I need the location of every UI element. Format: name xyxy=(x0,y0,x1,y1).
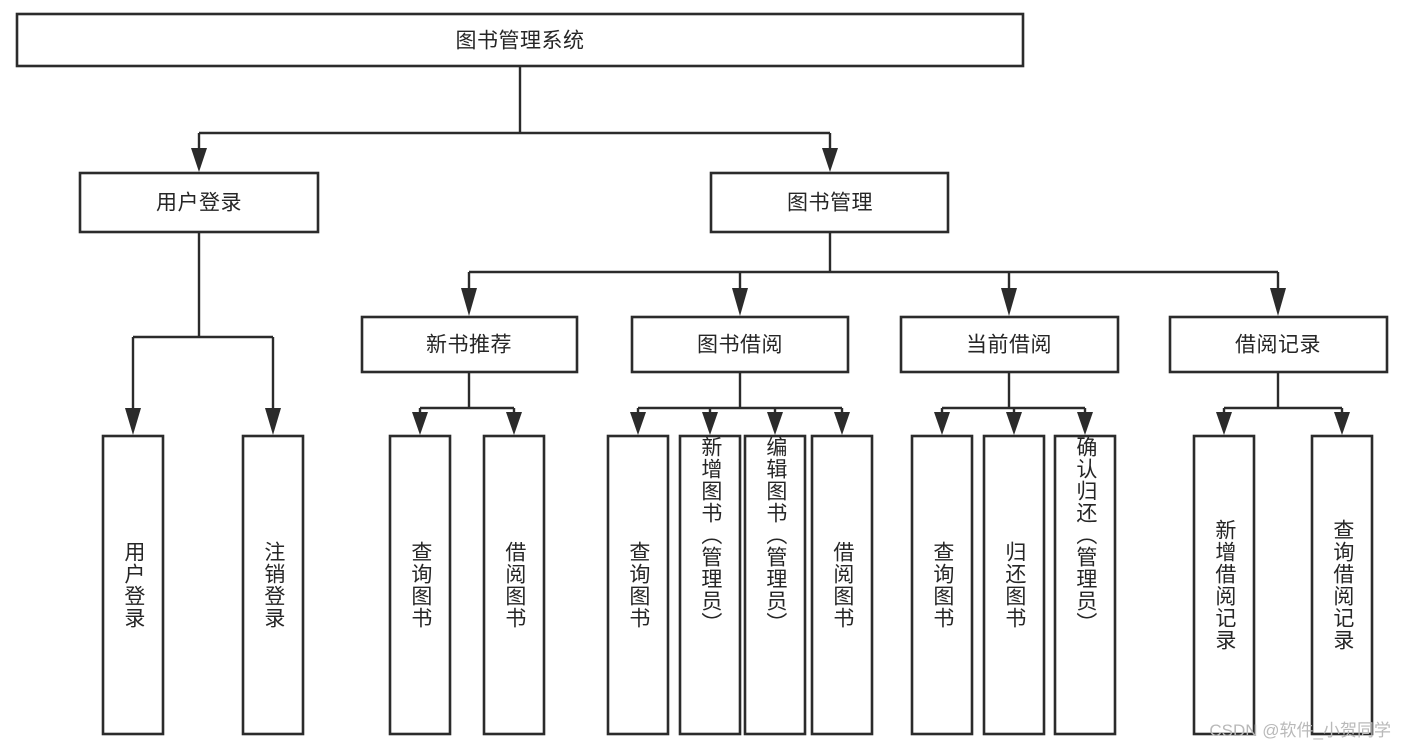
connector-layer xyxy=(125,66,1350,435)
arrow-head-leaf-borrow-book-2 xyxy=(834,412,850,435)
label-current-borrow: 当前借阅 xyxy=(966,334,1052,357)
node-box-leaf-query-record[interactable] xyxy=(1310,434,1374,736)
node-box-leaf-borrow-book-2[interactable] xyxy=(810,434,874,736)
node-box-book-borrow[interactable] xyxy=(630,315,850,374)
arrow-head-leaf-confirm-return xyxy=(1077,412,1093,435)
arrow-head-leaf-query-book-2 xyxy=(630,412,646,435)
node-box-borrow-record[interactable] xyxy=(1168,315,1389,374)
node-box-book-management[interactable] xyxy=(709,171,950,234)
label-new-book-recommend: 新书推荐 xyxy=(426,334,512,357)
arrow-head-current-borrow xyxy=(1001,288,1017,316)
node-box-leaf-add-record[interactable] xyxy=(1192,434,1256,736)
node-box-current-borrow[interactable] xyxy=(899,315,1120,374)
node-box-leaf-query-book-1[interactable] xyxy=(388,434,452,736)
arrow-head-leaf-borrow-book-1 xyxy=(506,412,522,435)
node-box-user-login[interactable] xyxy=(78,171,320,234)
arrow-head-new-book xyxy=(461,288,477,316)
label-book-borrow: 图书借阅 xyxy=(697,334,783,357)
node-box-leaf-logout-login[interactable] xyxy=(241,434,305,736)
arrow-head-leaf-return-book xyxy=(1006,412,1022,435)
node-box-leaf-query-book-3[interactable] xyxy=(910,434,974,736)
arrow-head-leaf-logout-login xyxy=(265,408,281,435)
arrow-head-leaf-query-book-3 xyxy=(934,412,950,435)
node-box-new-book-recommend[interactable] xyxy=(360,315,579,374)
node-box-leaf-add-book[interactable] xyxy=(678,434,742,736)
arrow-head-leaf-query-record xyxy=(1334,412,1350,435)
node-box-leaf-borrow-book-1[interactable] xyxy=(482,434,546,736)
label-layer-horizontal: 图书管理系统 用户登录 图书管理 新书推荐 图书借阅 当前借阅 借阅记录 xyxy=(156,30,1321,357)
arrow-head-leaf-user-login xyxy=(125,408,141,435)
arrow-head-borrow-record xyxy=(1270,288,1286,316)
arrow-head-book-borrow xyxy=(732,288,748,316)
arrow-head-book-management xyxy=(822,148,838,172)
arrow-head-user-login xyxy=(191,148,207,172)
label-user-login: 用户登录 xyxy=(156,192,242,215)
node-box-leaf-user-login[interactable] xyxy=(101,434,165,736)
node-box-leaf-edit-book[interactable] xyxy=(743,434,807,736)
label-book-management: 图书管理 xyxy=(787,192,873,215)
node-box-leaf-confirm-return[interactable] xyxy=(1053,434,1117,736)
arrow-head-leaf-query-book-1 xyxy=(412,412,428,435)
arrow-head-leaf-edit-book xyxy=(767,412,783,435)
arrow-head-leaf-add-record xyxy=(1216,412,1232,435)
node-box-root[interactable] xyxy=(15,12,1025,68)
node-layer xyxy=(15,12,1389,736)
csdn-watermark: CSDN @软件_小贺同学 xyxy=(1209,721,1391,740)
label-borrow-record: 借阅记录 xyxy=(1235,334,1321,357)
node-box-leaf-query-book-2[interactable] xyxy=(606,434,670,736)
node-box-leaf-return-book[interactable] xyxy=(982,434,1046,736)
label-root: 图书管理系统 xyxy=(456,30,585,53)
arrow-head-leaf-add-book xyxy=(702,412,718,435)
